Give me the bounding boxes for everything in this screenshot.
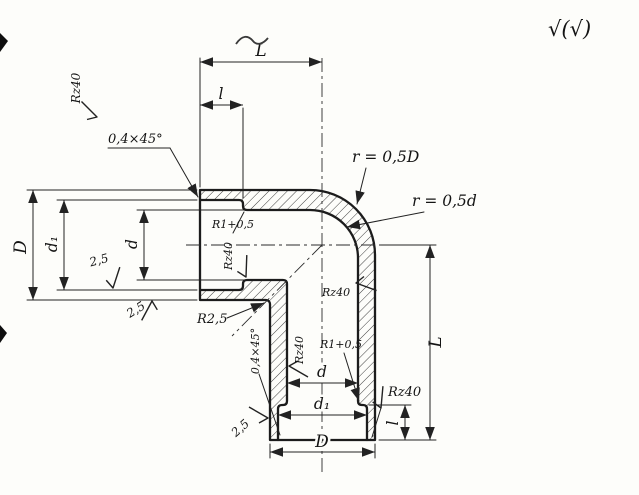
dimension-outer-diameter-bottom: D bbox=[269, 430, 376, 459]
callout-outer-bend-radius: r = 0,5D bbox=[352, 148, 420, 205]
dim-label-length-right: L bbox=[426, 336, 446, 348]
dimension-socket-depth-top: l bbox=[200, 85, 244, 199]
roughness-value: Rz40 bbox=[69, 72, 83, 104]
roughness-mark-socket-vertical: Rz40 bbox=[288, 336, 309, 378]
leader-line bbox=[232, 211, 245, 234]
callout-socket-step-radius-bottom: R1+0,5 bbox=[319, 338, 362, 402]
dim-label-bore-diameter-bottom: d bbox=[317, 363, 327, 381]
callout-inner-bend-radius: r = 0,5d bbox=[346, 192, 477, 230]
callout-socket-step-radius-top: R1+0,5 bbox=[211, 211, 254, 234]
roughness-check-icon bbox=[80, 100, 98, 121]
roughness-mark-bore-horizontal: Rz40 bbox=[222, 242, 248, 278]
callout-chamfer-top: 0,4×45° bbox=[107, 132, 199, 198]
bore-profile-upper bbox=[198, 198, 369, 442]
roughness-value: Rz40 bbox=[321, 286, 350, 299]
dim-label-outer-diameter-left: D bbox=[11, 240, 31, 255]
roughness-check-icon bbox=[105, 266, 121, 289]
dim-label-length-top: L bbox=[254, 41, 266, 61]
dim-label-socket-diameter-bottom: d₁ bbox=[314, 395, 330, 413]
roughness-check-icon bbox=[288, 360, 309, 378]
roughness-value: 2,5 bbox=[228, 416, 252, 440]
dimension-socket-diameter-bottom: d₁ bbox=[278, 393, 367, 420]
dimension-outer-diameter-left: D bbox=[11, 189, 198, 301]
roughness-check-icon bbox=[355, 275, 377, 292]
roughness-mark-face-left: Rz40 bbox=[69, 72, 98, 121]
dimension-socket-diameter-left: d₁ bbox=[43, 199, 198, 291]
leader-line bbox=[258, 373, 281, 436]
callout-corner-fillet: R2,5 bbox=[196, 302, 265, 327]
chamfer-bottom-label: 0,4×45° bbox=[249, 328, 262, 374]
leader-line bbox=[226, 302, 265, 319]
roughness-mark-bore-vertical-right: Rz40 bbox=[321, 275, 377, 299]
dimension-length-right: L bbox=[378, 244, 446, 441]
roughness-value: Rz40 bbox=[293, 336, 306, 365]
roughness-mark-face-bottom: Rz40 bbox=[371, 385, 421, 438]
inner-bend-radius-label: r = 0,5d bbox=[412, 192, 477, 210]
dim-label-socket-diameter-left: d₁ bbox=[43, 236, 61, 252]
leader-line bbox=[343, 352, 360, 402]
scan-artifact bbox=[0, 325, 7, 343]
roughness-mark-socket-face: 2,5 bbox=[87, 251, 121, 289]
roughness-value: 2,5 bbox=[123, 299, 147, 322]
leader-line bbox=[346, 211, 425, 230]
centerline-miter bbox=[231, 244, 323, 337]
callout-chamfer-bottom: 0,4×45° bbox=[249, 328, 281, 436]
dim-label-bore-diameter-left: d bbox=[123, 239, 141, 249]
outer-profile bbox=[198, 188, 377, 442]
dimension-bore-diameter-left: d bbox=[123, 209, 245, 281]
roughness-value: 2,5 bbox=[87, 251, 110, 270]
corner-fillet-label: R2,5 bbox=[196, 312, 227, 327]
general-finish-note: √(√) bbox=[548, 17, 591, 41]
elbow-body bbox=[198, 188, 377, 442]
chamfer-top-label: 0,4×45° bbox=[108, 132, 163, 147]
scan-artifact bbox=[0, 33, 8, 52]
roughness-value: Rz40 bbox=[222, 242, 235, 271]
socket-step-radius-bottom-label: R1+0,5 bbox=[319, 338, 362, 351]
socket-step-radius-top-label: R1+0,5 bbox=[211, 218, 254, 231]
roughness-check-icon bbox=[141, 300, 158, 321]
roughness-check-icon bbox=[236, 255, 248, 278]
leader-line bbox=[169, 147, 199, 198]
section-hatching bbox=[200, 190, 375, 440]
pencil-mark bbox=[235, 35, 269, 45]
dimension-length-top: L bbox=[199, 41, 322, 188]
outer-bend-radius-label: r = 0,5D bbox=[352, 148, 420, 166]
roughness-mark-outer-vertical: 2,5 bbox=[228, 406, 269, 440]
dim-label-socket-depth-top: l bbox=[219, 85, 224, 103]
centerlines bbox=[186, 58, 384, 472]
leader-line bbox=[355, 167, 367, 205]
roughness-mark-outer-surface: 2,5 bbox=[123, 299, 158, 322]
dim-label-outer-diameter-bottom: D bbox=[314, 432, 329, 452]
dimension-bore-diameter-bottom: d bbox=[287, 361, 358, 388]
roughness-value: Rz40 bbox=[387, 385, 421, 400]
dim-label-socket-depth-right: l bbox=[384, 420, 402, 425]
roughness-check-icon bbox=[248, 406, 269, 424]
leader-line bbox=[371, 407, 382, 438]
